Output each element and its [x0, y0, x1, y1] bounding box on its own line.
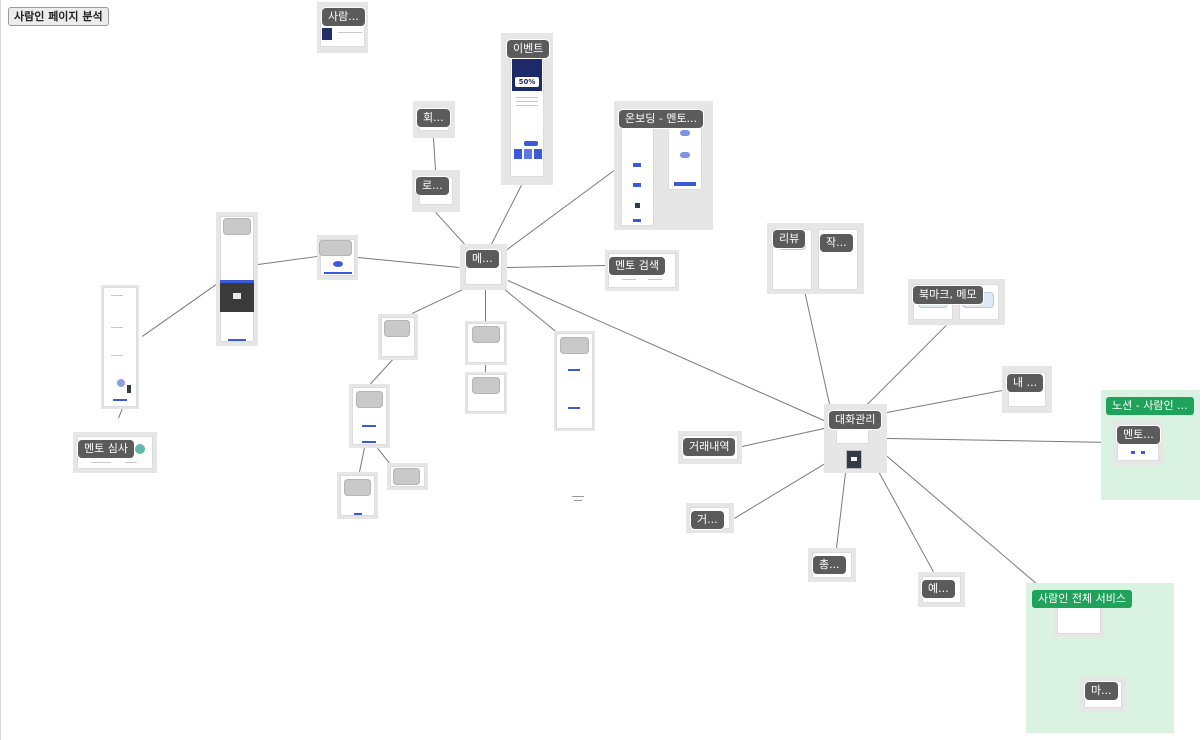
node-label-member[interactable]: 회... — [417, 109, 450, 127]
edge-line — [866, 325, 947, 406]
edge-line — [370, 359, 393, 384]
node-label-conversation[interactable]: 대화관리 — [829, 411, 882, 429]
node-label-mentor-search[interactable]: 멘토 검색 — [609, 257, 665, 275]
node-label-main[interactable]: 메... — [466, 250, 499, 268]
thumb-far-left — [103, 287, 137, 407]
node-label-saramin-top[interactable]: 사람... — [322, 8, 365, 26]
node-label-write[interactable]: 작... — [820, 234, 853, 252]
section-label-saramin-all[interactable]: 사람인 전체 서비스 — [1032, 590, 1132, 608]
thumb-event: 50% — [510, 55, 544, 177]
thumb-conversation — [836, 424, 869, 444]
branch-d-overlay — [393, 468, 420, 485]
edge-line — [433, 138, 436, 171]
node-label-transactions[interactable]: 거래내역 — [683, 438, 736, 456]
conversation-phone-icon — [846, 450, 862, 469]
branch-a-overlay — [384, 320, 410, 337]
node-label-reservation[interactable]: 예... — [922, 580, 955, 598]
edge-line — [357, 257, 460, 268]
thumb-left-tall — [220, 216, 254, 342]
node-label-bookmark[interactable]: 북마크, 메모 — [913, 286, 983, 304]
mid-left-overlay — [319, 240, 352, 256]
edge-line — [507, 265, 606, 268]
thumb-saramin-top — [320, 22, 365, 47]
frame-event[interactable]: 50% — [501, 33, 553, 185]
node-label-mine[interactable]: 내 ... — [1007, 374, 1044, 392]
edge-line — [411, 289, 463, 314]
section-label-notion[interactable]: 노션 - 사람인 ... — [1106, 397, 1194, 415]
small-sticker — [572, 492, 584, 504]
node-label-my-short[interactable]: 마... — [1085, 682, 1118, 700]
edge-line — [485, 365, 486, 372]
edge-line — [886, 438, 1113, 443]
node-label-review[interactable]: 리뷰 — [773, 230, 806, 248]
node-label-event[interactable]: 이벤트 — [507, 40, 550, 58]
edge-line — [734, 460, 831, 519]
branch-c-overlay — [344, 479, 371, 496]
thumb-banner — [322, 28, 332, 40]
branch-b-overlay — [356, 391, 383, 408]
node-label-login[interactable]: 로... — [416, 177, 449, 195]
edge-line — [485, 290, 486, 321]
edge-line — [499, 285, 556, 332]
node-label-mentor-notion[interactable]: 멘토... — [1117, 426, 1160, 444]
left-tall-overlay — [223, 218, 251, 235]
edge-line — [435, 212, 465, 245]
edge-line — [359, 447, 365, 472]
edge-line — [491, 185, 522, 245]
event-cta — [524, 141, 538, 146]
frame-far-left[interactable] — [101, 285, 139, 409]
edge-line — [118, 408, 123, 419]
node-label-transactions-short[interactable]: 거... — [691, 511, 724, 529]
event-hero: 50% — [512, 59, 542, 91]
node-label-onboarding[interactable]: 온보딩 - 멘토... — [619, 110, 704, 128]
below-main-1-overlay — [472, 326, 500, 343]
frame-left-tall[interactable] — [216, 212, 258, 346]
thumb-onboarding-1 — [621, 123, 654, 226]
node-label-mentor-review[interactable]: 멘토 심사 — [78, 440, 134, 458]
page-title: 사람인 페이지 분석 — [8, 7, 109, 26]
node-label-total[interactable]: 총... — [813, 556, 846, 574]
edge-line — [142, 284, 217, 337]
canvas-left-border — [0, 0, 1, 740]
edge-line — [836, 473, 846, 549]
thumb-saramin-all-top — [1057, 603, 1101, 634]
edge-line — [258, 256, 318, 265]
below-main-2-overlay — [472, 377, 500, 394]
edge-line — [377, 448, 390, 464]
frame-saramin-all-top[interactable] — [1054, 600, 1104, 637]
edge-line — [876, 467, 934, 572]
edge-line — [742, 428, 825, 447]
edge-line — [887, 390, 1003, 413]
right-of-main-overlay — [560, 337, 589, 354]
event-discount-text: 50% — [515, 77, 539, 87]
